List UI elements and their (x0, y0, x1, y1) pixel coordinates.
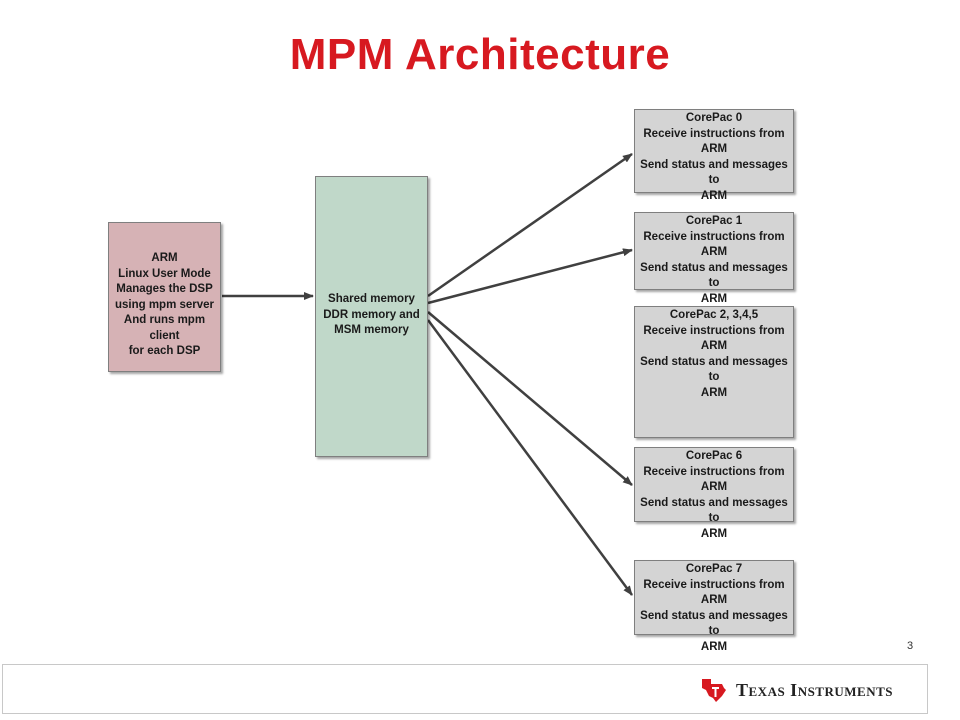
corepac-1-box: CorePac 1 Receive instructions from ARM … (634, 212, 794, 305)
corepac-line: ARM (700, 189, 728, 202)
corepac-2-5-box: CorePac 2, 3,4,5 Receive instructions fr… (634, 306, 794, 438)
corepac-line: Receive instructions from (643, 127, 785, 140)
corepac-line: ARM (700, 340, 728, 352)
corepac-line: Send status and messages to (640, 158, 788, 187)
corepac-line: ARM (700, 143, 728, 155)
ti-logo-text: Texas Instruments (736, 679, 893, 700)
arm-line: And runs mpm client (123, 314, 206, 342)
shared-memory-box: Shared memory DDR memory and MSM memory (315, 176, 428, 457)
corepac-line: Send status and messages to (640, 496, 788, 525)
corepac-line: ARM (700, 386, 728, 399)
ti-logo: Texas Instruments (700, 675, 893, 705)
page-number: 3 (906, 640, 914, 652)
arrow-shared-to-core7 (426, 319, 634, 596)
page-title: MPM Architecture (289, 30, 671, 79)
arm-line: Manages the DSP (116, 283, 213, 295)
corepac-0-box: CorePac 0 Receive instructions from ARM … (634, 109, 794, 202)
arm-line: for each DSP (128, 345, 201, 357)
corepac-line: CorePac 1 (685, 215, 743, 227)
corepac-line: Send status and messages to (640, 261, 788, 290)
corepac-line: Receive instructions from (643, 230, 785, 243)
shared-memory-line: Shared memory (328, 293, 415, 305)
corepac-line: Receive instructions from (643, 324, 785, 337)
arm-box: ARM Linux User Mode Manages the DSP usin… (108, 222, 221, 372)
texas-state-icon (702, 679, 726, 702)
corepac-line: ARM (700, 246, 728, 258)
arm-line: using mpm server (114, 298, 215, 311)
corepac-line: ARM (700, 640, 728, 653)
corepac-line: ARM (700, 527, 728, 540)
arm-line: Linux User Mode (118, 267, 211, 280)
corepac-line: Send status and messages to (640, 355, 788, 384)
arrow-shared-to-core6 (427, 311, 633, 486)
corepac-line: Receive instructions from (643, 465, 785, 478)
corepac-line: ARM (700, 481, 728, 493)
arm-line: ARM (151, 252, 178, 264)
shared-memory-line: MSM memory (334, 324, 409, 336)
corepac-line: ARM (700, 292, 728, 305)
corepac-line: CorePac 0 (685, 112, 743, 124)
shared-memory-line: DDR memory and (323, 308, 420, 321)
corepac-line: ARM (700, 594, 728, 606)
corepac-line: CorePac 7 (685, 563, 743, 575)
arrow-shared-to-core1 (427, 248, 633, 305)
corepac-line: CorePac 2, 3,4,5 (669, 309, 759, 321)
footer-bar (2, 664, 928, 714)
arrow-shared-to-core0 (427, 152, 633, 298)
corepac-line: Receive instructions from (643, 578, 785, 591)
corepac-6-box: CorePac 6 Receive instructions from ARM … (634, 447, 794, 540)
corepac-7-box: CorePac 7 Receive instructions from ARM … (634, 560, 794, 653)
corepac-line: CorePac 6 (685, 450, 743, 462)
corepac-line: Send status and messages to (640, 609, 788, 638)
